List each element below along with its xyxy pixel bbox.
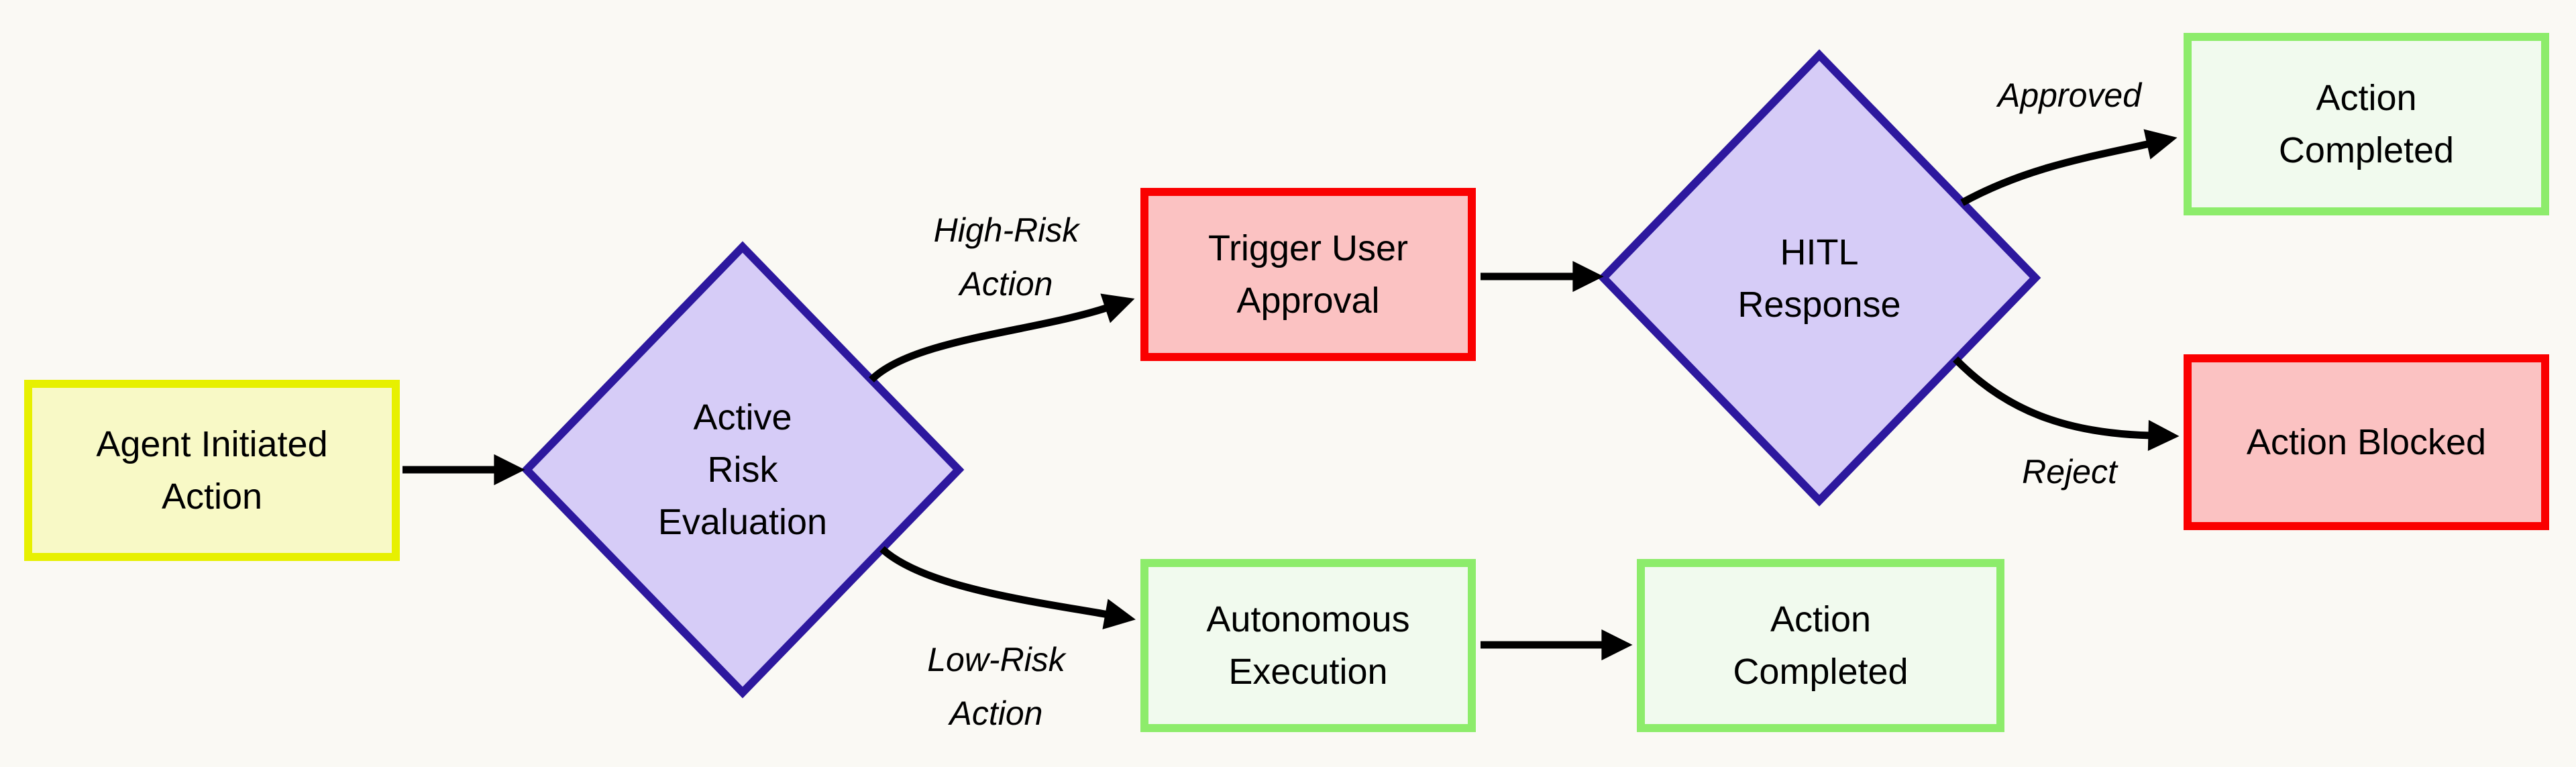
edge-risk-to-trigger (869, 293, 1135, 382)
risk-evaluation-diamond (521, 241, 965, 699)
action-completed-autonomous-node: Action Completed (1637, 559, 2004, 732)
edge-risk-to-autonomous (879, 546, 1136, 629)
risk-evaluation-label: Active Risk Evaluation (657, 397, 828, 542)
high-risk-action-edge-label: High-Risk Action (933, 211, 1079, 303)
low-risk-action-edge-label: Low-Risk Action (927, 641, 1065, 732)
edge-hitl-to-blocked (1953, 356, 2180, 451)
approved-edge-label: Approved (1997, 76, 2142, 114)
agent-initiated-action-node: Agent Initiated Action (24, 380, 400, 561)
edge-hitl-to-completed (1960, 129, 2178, 206)
trigger-user-approval-node: Trigger User Approval (1140, 188, 1476, 361)
action-completed-approved-node: Action Completed (2184, 33, 2549, 215)
autonomous-execution-node: Autonomous Execution (1140, 559, 1476, 732)
reject-edge-label: Reject (2022, 453, 2117, 491)
action-blocked-node: Action Blocked (2184, 354, 2549, 530)
hitl-response-label: HITL Response (1737, 232, 1901, 325)
